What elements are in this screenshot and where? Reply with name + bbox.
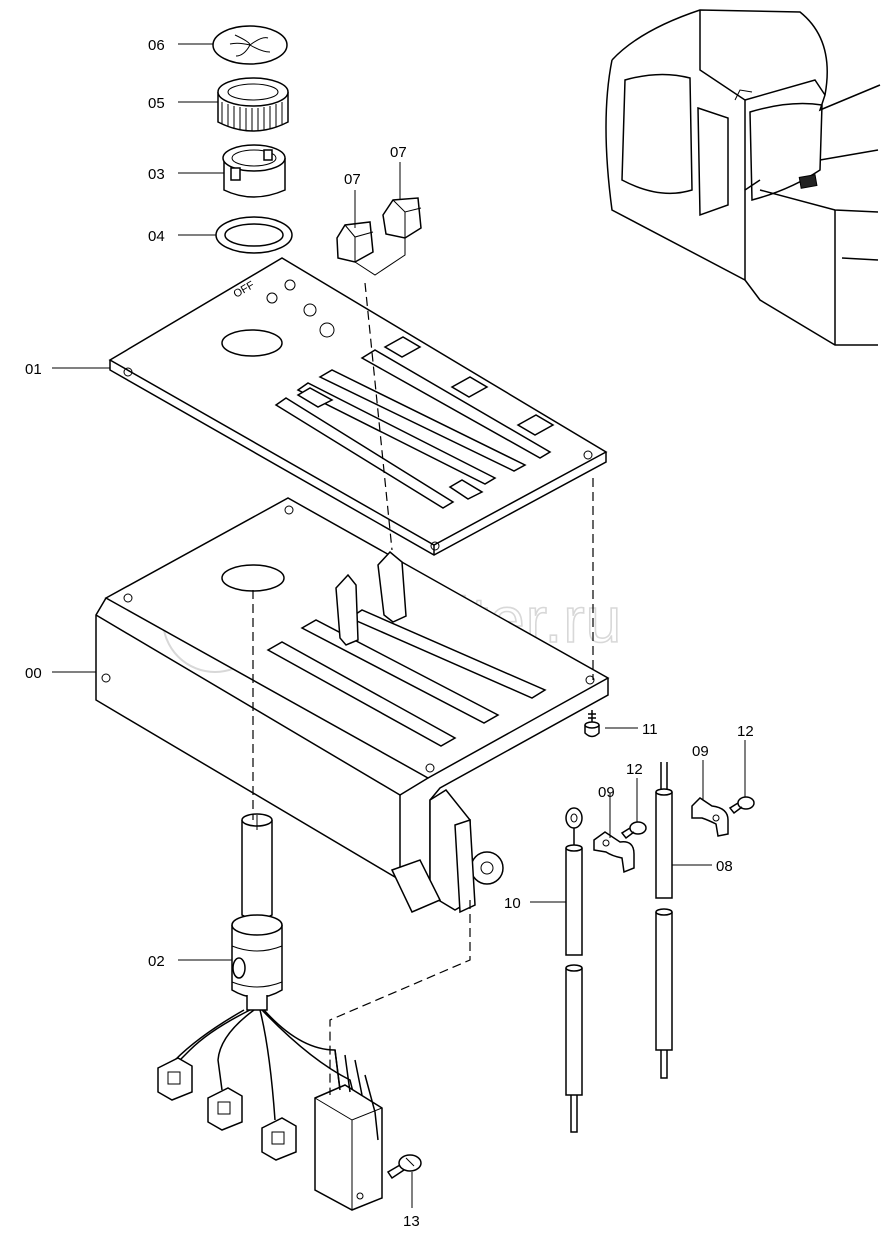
part-12-screw-b	[728, 796, 755, 815]
connector-2	[207, 1087, 243, 1131]
label-part-09a: 09	[598, 784, 615, 801]
part-08-rod	[655, 762, 673, 1079]
assembly-lines	[252, 282, 594, 1095]
part-00-console-body	[95, 497, 610, 914]
part-04-washer	[215, 216, 293, 254]
label-part-07b: 07	[390, 144, 407, 161]
part-12-screw-a	[620, 821, 647, 840]
part-07-knob-left	[336, 221, 374, 263]
label-part-01: 01	[25, 361, 42, 378]
junction-box	[314, 1049, 383, 1211]
part-09-clamp-a	[593, 831, 635, 874]
label-part-06: 06	[148, 37, 165, 54]
label-part-10: 10	[504, 895, 521, 912]
label-part-07a: 07	[344, 171, 361, 188]
label-part-09b: 09	[692, 743, 709, 760]
leader-07-left	[354, 238, 406, 276]
part-03-sleeve	[222, 144, 286, 198]
part-13-screw	[386, 1154, 422, 1180]
label-part-13: 13	[403, 1213, 420, 1230]
label-part-04: 04	[148, 228, 165, 245]
connector-1	[157, 1057, 193, 1101]
label-part-03: 03	[148, 166, 165, 183]
part-11-nut	[584, 710, 600, 738]
label-part-08: 08	[716, 858, 733, 875]
leader-lines	[52, 43, 746, 1208]
part-01-top-panel: OFF	[108, 257, 608, 556]
label-part-12a: 12	[626, 761, 643, 778]
part-09-clamp-b	[691, 797, 729, 837]
label-part-12b: 12	[737, 723, 754, 740]
part-10-rod	[565, 807, 583, 1133]
part-labels: 06 05 03 04 07 07 01 00 11 12 09 12 09 0…	[25, 37, 754, 1230]
connector-3	[261, 1117, 297, 1161]
excavator-cab-icon	[605, 9, 881, 346]
label-part-11: 11	[642, 721, 658, 738]
part-07-knob-right	[382, 197, 422, 239]
label-part-02: 02	[148, 953, 165, 970]
part-05-knurled-ring	[217, 77, 289, 132]
part-02-lever-switch	[231, 813, 283, 1011]
part-06-fan-cap	[212, 25, 288, 65]
label-part-05: 05	[148, 95, 165, 112]
label-part-00: 00	[25, 665, 42, 682]
